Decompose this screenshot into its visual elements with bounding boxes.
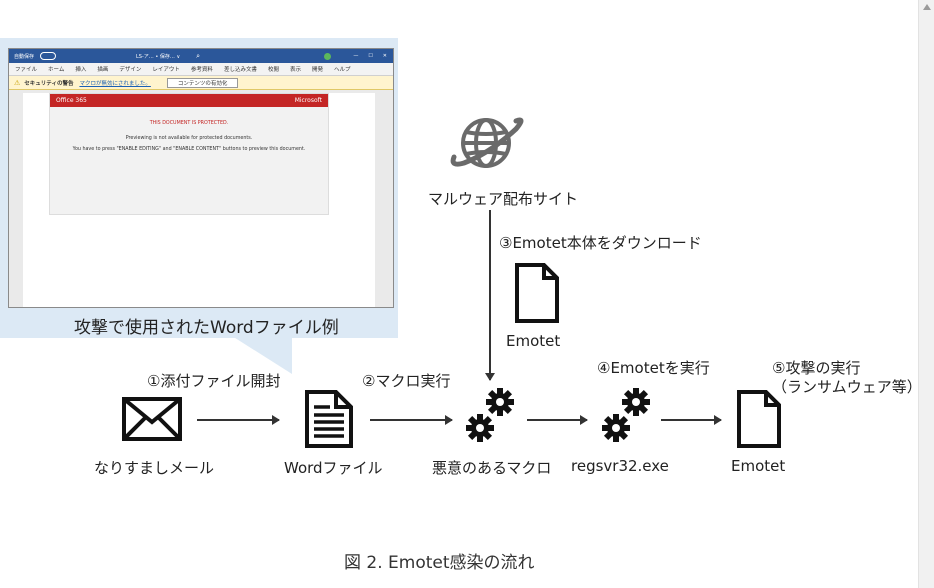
emotet-final-label: Emotet [731, 457, 786, 475]
download-arrow [486, 210, 494, 381]
step4-label: ④Emotetを実行 [597, 359, 710, 377]
ribbon-tab[interactable]: 描画 [97, 67, 109, 73]
word-screenshot: 自動保存 LS-ア… • 保存… ∨ ⌕ — ☐ ✕ ファイル ホーム 挿入 描画 デザ… [8, 48, 394, 308]
server-label: マルウェア配布サイト [428, 190, 579, 208]
office365-fake-banner: Office 365 Microsoft THIS DOCUMENT IS PR… [49, 93, 329, 215]
emotet-file-icon [737, 390, 781, 448]
macro-label: 悪意のあるマクロ [432, 459, 552, 477]
ribbon-tab[interactable]: レイアウト [152, 67, 180, 73]
ribbon-tab[interactable]: 表示 [289, 67, 301, 73]
regsvr-gears-icon [602, 388, 650, 442]
ribbon-tab[interactable]: 挿入 [75, 67, 87, 73]
globe-icon [450, 117, 524, 168]
step2-label: ②マクロ実行 [362, 372, 451, 390]
callout-tail [232, 336, 292, 374]
scrollbar[interactable] [918, 0, 934, 588]
ribbon-tab[interactable]: ファイル [15, 67, 38, 73]
protected-line1: Previewing is not available for protecte… [125, 136, 253, 141]
regsvr-label: regsvr32.exe [571, 457, 669, 475]
callout-caption: 攻撃で使用されたWordファイル例 [74, 318, 339, 338]
emotet-download-label: Emotet [506, 332, 561, 350]
arrow-word-to-macro [370, 416, 453, 424]
ribbon-tab[interactable]: 校閲 [267, 67, 279, 73]
step1-label: ①添付ファイル開封 [147, 372, 281, 390]
ribbon-tab[interactable]: 差し込み文書 [223, 67, 257, 73]
figure-caption: 図 2. Emotet感染の流れ [344, 553, 535, 573]
minimize-icon[interactable]: — [353, 53, 359, 59]
arrow-email-to-word [197, 416, 280, 424]
ribbon-tabs: ファイル ホーム 挿入 描画 デザイン レイアウト 参考資料 差し込み文書 校閲 表示 開発 ヘルプ [9, 63, 393, 76]
warning-message: マクロが無効にされました。 [79, 80, 151, 87]
document-icon [305, 390, 353, 448]
warning-icon: ⚠ [14, 78, 21, 87]
arrow-macro-to-regsvr [527, 416, 588, 424]
autosave-toggle[interactable] [40, 52, 57, 60]
step3-label: ③Emotet本体をダウンロード [499, 234, 702, 252]
ribbon-tab[interactable]: ヘルプ [334, 67, 351, 73]
close-icon[interactable]: ✕ [382, 53, 387, 59]
scroll-up-icon[interactable] [923, 4, 931, 10]
word-file-label: Wordファイル [284, 459, 383, 477]
word-titlebar: 自動保存 LS-ア… • 保存… ∨ ⌕ — ☐ ✕ [9, 49, 393, 63]
microsoft-brand: Microsoft [294, 97, 322, 104]
email-label: なりすましメール [94, 459, 215, 477]
ribbon-tab[interactable]: デザイン [119, 67, 142, 73]
ribbon-tab[interactable]: ホーム [48, 67, 65, 73]
warning-label: セキュリティの警告 [24, 80, 74, 87]
arrow-regsvr-to-emotet [661, 416, 722, 424]
window-title: LS-ア… • 保存… ∨ [136, 53, 181, 60]
protected-line2: You have to press "ENABLE EDITING" and "… [72, 147, 306, 152]
ribbon-tab[interactable]: 参考資料 [190, 67, 213, 73]
step5-sublabel: （ランサムウェア等） [772, 378, 922, 396]
avatar[interactable] [324, 52, 332, 60]
autosave-label: 自動保存 [14, 53, 35, 60]
macro-gears-icon [466, 388, 514, 442]
protected-heading: THIS DOCUMENT IS PROTECTED. [149, 121, 229, 126]
office365-brand: Office 365 [56, 97, 87, 104]
maximize-icon[interactable]: ☐ [368, 53, 373, 59]
search-icon[interactable]: ⌕ [196, 51, 201, 60]
security-warning-bar: ⚠ セキュリティの警告 マクロが無効にされました。 コンテンツの有効化 [9, 76, 393, 90]
email-icon [122, 397, 182, 441]
enable-content-button[interactable]: コンテンツの有効化 [166, 77, 239, 88]
step5-label: ⑤攻撃の実行 [772, 359, 861, 377]
ribbon-tab[interactable]: 開発 [311, 67, 323, 73]
file-icon [515, 263, 559, 323]
